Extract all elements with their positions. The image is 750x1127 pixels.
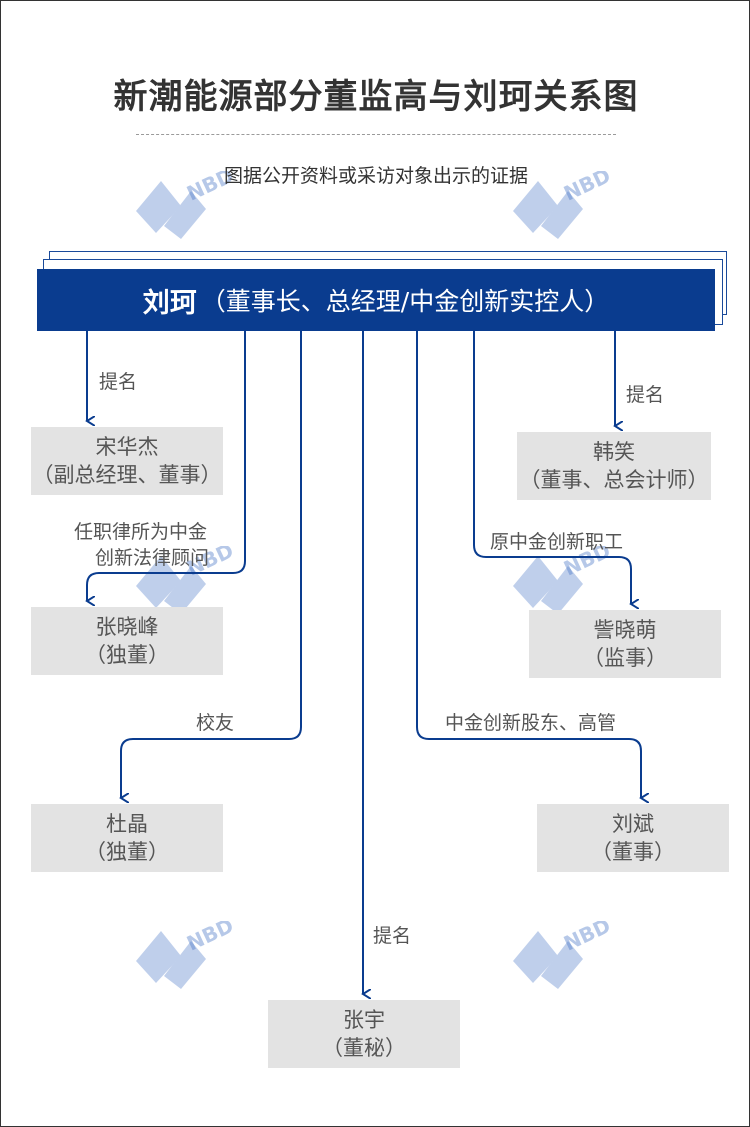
center-role: （董事长、总经理/中金创新实控人）: [200, 287, 610, 316]
center-name: 刘珂: [142, 287, 197, 319]
person-role: （独董）: [85, 840, 169, 864]
person-name: 刘斌: [612, 812, 654, 836]
edge-label-zi: 原中金创新职工: [490, 531, 624, 553]
title-divider: [136, 134, 616, 135]
center-node: 刘珂 （董事长、总经理/中金创新实控人）: [37, 269, 715, 331]
person-node-du: 杜晶 （独董）: [31, 804, 223, 872]
person-node-han: 韩笑 （董事、总会计师）: [517, 432, 711, 500]
edge-label-liu-bin: 中金创新股东、高管: [445, 712, 617, 734]
edge-label-du: 校友: [196, 712, 235, 734]
person-name: 张宇: [343, 1008, 385, 1032]
edge-zi: [473, 331, 631, 604]
person-role: （副总经理、董事）: [32, 463, 222, 487]
nbd-watermark: NBD: [513, 163, 633, 241]
person-role: （监事）: [583, 646, 667, 670]
person-name: 杜晶: [106, 812, 148, 836]
person-node-song: 宋华杰 （副总经理、董事）: [31, 427, 223, 495]
person-name: 韩笑: [593, 440, 635, 464]
nbd-watermark: NBD: [513, 538, 633, 616]
edge-label-zhang-xf-2: 创新法律顾问: [95, 547, 210, 569]
edge-zhang-xf: [87, 331, 246, 601]
edge-label-zhang-yu: 提名: [373, 925, 412, 947]
person-node-zhang-yu: 张宇 （董秘）: [268, 1000, 460, 1068]
nbd-watermark: NBD: [513, 913, 633, 991]
nbd-watermark: NBD: [136, 163, 256, 241]
diagram-subtitle: 图据公开资料或采访对象出示的证据: [223, 165, 528, 187]
edge-label-song: 提名: [99, 371, 138, 393]
person-node-zhang-xf: 张晓峰 （独董）: [31, 607, 223, 675]
person-name: 宋华杰: [95, 435, 159, 459]
person-node-zi: 訾晓萌 （监事）: [529, 610, 721, 678]
diagram-title: 新潮能源部分董监高与刘珂关系图: [113, 77, 639, 117]
person-role: （董秘）: [322, 1036, 406, 1060]
edge-liu-bin: [416, 331, 641, 798]
edge-label-han: 提名: [626, 384, 665, 406]
nbd-watermark: NBD: [136, 913, 256, 991]
person-role: （董事）: [591, 840, 675, 864]
edge-label-zhang-xf-1: 任职律所为中金: [74, 521, 208, 543]
person-role: （独董）: [85, 643, 169, 667]
person-node-liu-bin: 刘斌 （董事）: [537, 804, 729, 872]
person-name: 訾晓萌: [593, 618, 657, 642]
edge-du: [121, 331, 302, 798]
person-name: 张晓峰: [95, 615, 159, 639]
person-role: （董事、总会计师）: [519, 468, 709, 492]
